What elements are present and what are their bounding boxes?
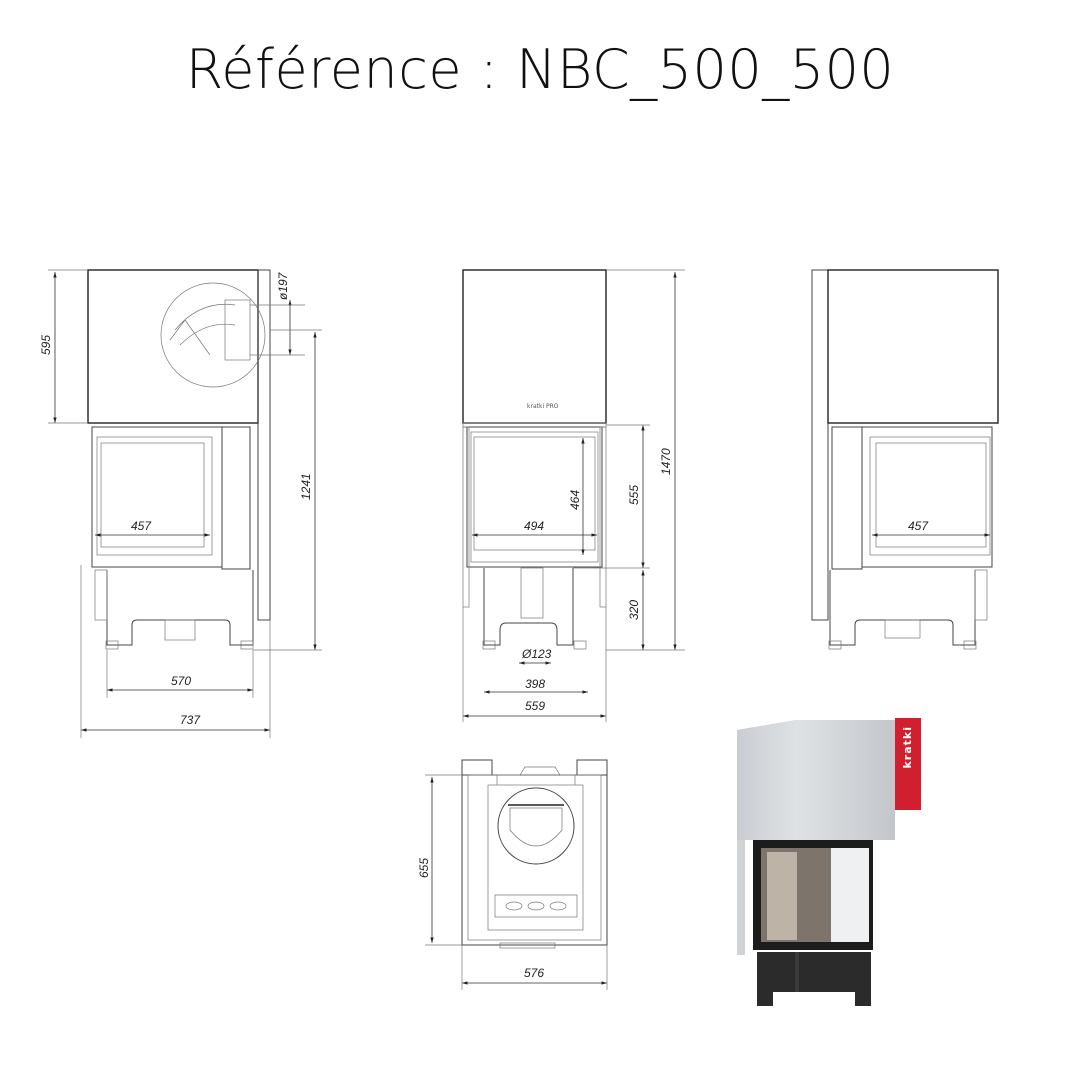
dim-total-width: 559 (525, 699, 545, 713)
page-title: Référence : NBC_500_500 (185, 38, 895, 101)
dim-legs-width: 398 (525, 677, 545, 691)
dim-total-height: 1470 (659, 448, 673, 475)
dim-legs-width: 570 (171, 674, 191, 688)
dim-air-inlet: Ø123 (521, 647, 552, 661)
kratki-brand-label: kratki (901, 726, 914, 769)
front-logo: kratki PRO (527, 403, 559, 410)
dim-glass-height: 464 (568, 490, 582, 510)
dim-glass-width: 457 (131, 519, 152, 533)
left-side-view: 595 ø197 1241 457 570 737 (39, 269, 322, 738)
right-side-view: 457 (811, 269, 999, 650)
top-view: 655 576 (417, 759, 608, 990)
dim-total-depth: 737 (180, 713, 201, 727)
dim-base-height: 320 (627, 600, 641, 620)
product-photo (737, 720, 895, 1006)
dim-total-to-flue: 1241 (299, 473, 313, 500)
dim-door-height: 555 (627, 485, 641, 505)
dim-flue-diameter: ø197 (276, 271, 290, 300)
dim-glass-width: 494 (524, 519, 544, 533)
dim-upper-height: 595 (39, 335, 53, 355)
dim-width: 576 (524, 966, 544, 980)
kratki-brand-badge: kratki (895, 718, 921, 810)
front-view: kratki PRO 1470 555 464 494 320 Ø123 398 (462, 269, 685, 722)
dim-glass-width: 457 (908, 519, 929, 533)
dim-depth: 655 (417, 858, 431, 878)
